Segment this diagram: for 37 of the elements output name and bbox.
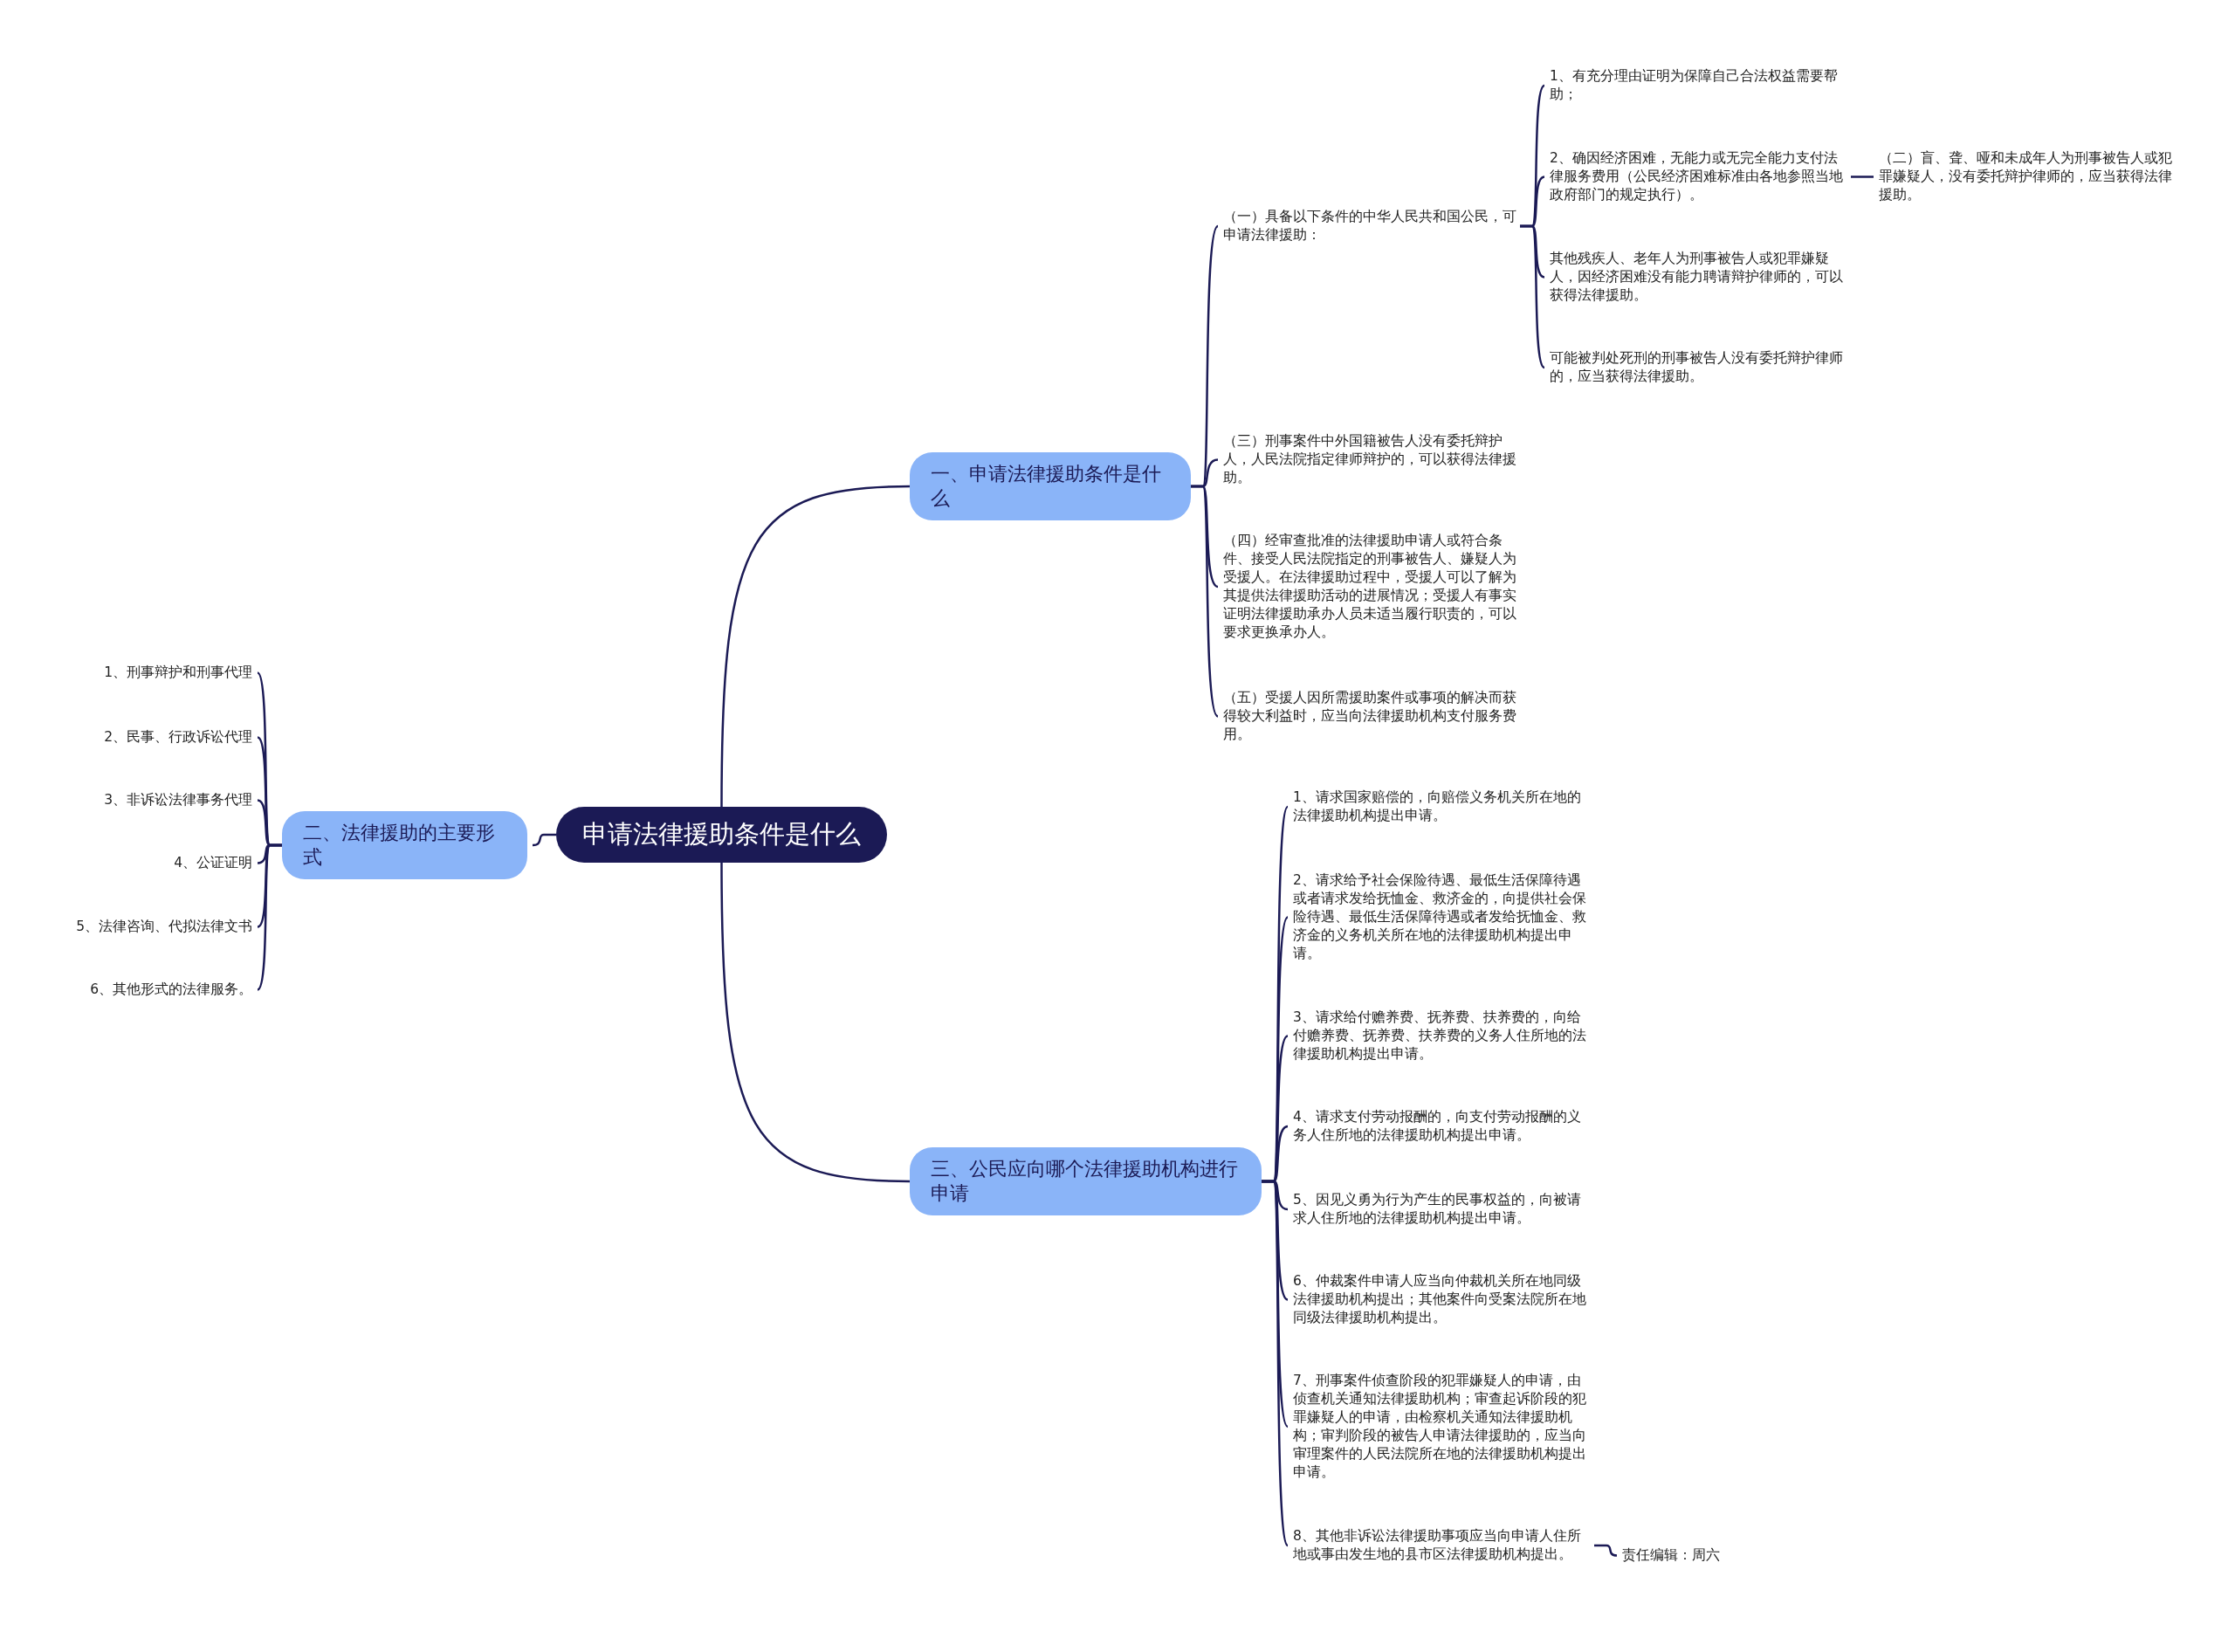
connector-line <box>1262 1180 1289 1546</box>
topic-pill: 一、申请法律援助条件是什么 <box>910 452 1191 520</box>
subtopic-text: 2、确因经济困难，无能力或无完全能力支付法律服务费用（公民经济困难标准由各地参照当地政府部门的规定执行）。 <box>1550 149 1851 204</box>
subtopic-text: （五）受援人因所需援助案件或事项的解决而获得较大利益时，应当向法律援助机构支付服务费用。 <box>1223 689 1524 744</box>
subtopic-text: 4、请求支付劳动报酬的，向支付劳动报酬的义务人住所地的法律援助机构提出申请。 <box>1293 1108 1594 1145</box>
subtopic-text: 3、非诉讼法律事务代理 <box>34 791 252 809</box>
connector-line <box>720 863 911 1183</box>
subtopic-text: 1、刑事辩护和刑事代理 <box>34 664 252 682</box>
subtopic-text: 1、有充分理由证明为保障自己合法权益需要帮助； <box>1550 67 1851 104</box>
connector-line <box>720 485 911 807</box>
subtopic-text: 责任编辑：周六 <box>1622 1546 1762 1565</box>
subtopic-text: （三）刑事案件中外国籍被告人没有委托辩护人，人民法院指定律师辩护的，可以获得法律援助。 <box>1223 432 1524 487</box>
central-topic: 申请法律援助条件是什么 <box>556 807 887 863</box>
subtopic-text: 2、民事、行政诉讼代理 <box>34 728 252 747</box>
connector-line <box>1594 1544 1618 1557</box>
subtopic-text: 7、刑事案件侦查阶段的犯罪嫌疑人的申请，由侦查机关通知法律援助机构；审查起诉阶段的犯罪嫌疑人的申请，由检察机关通知法律援助机构；审判阶段的被告人申请法律援助的，应当向审理案件的人民法院所在地的法律援助机构提出申请。 <box>1293 1372 1594 1482</box>
connector-line <box>1851 176 1874 178</box>
subtopic-text: 可能被判处死刑的刑事被告人没有委托辩护律师的，应当获得法律援助。 <box>1550 349 1851 386</box>
connector-line <box>257 843 282 991</box>
subtopic-text: 6、其他形式的法律服务。 <box>34 981 252 999</box>
subtopic-text: （二）盲、聋、哑和未成年人为刑事被告人或犯罪嫌疑人，没有委托辩护律师的，应当获得法律援助。 <box>1879 149 2180 204</box>
connector-line <box>1520 224 1545 368</box>
subtopic-text: 4、公证证明 <box>34 854 252 872</box>
topic-pill: 三、公民应向哪个法律援助机构进行申请 <box>910 1147 1262 1215</box>
subtopic-text: 3、请求给付赡养费、抚养费、扶养费的，向给付赡养费、抚养费、扶养费的义务人住所地的法律援助机构提出申请。 <box>1293 1008 1594 1063</box>
topic-pill: 二、法律援助的主要形式 <box>282 811 527 879</box>
connector-line <box>1191 485 1219 718</box>
connector-line <box>532 833 556 847</box>
subtopic-text: 6、仲裁案件申请人应当向仲裁机关所在地同级法律援助机构提出；其他案件向受案法院所在地同级法律援助机构提出。 <box>1293 1272 1594 1327</box>
subtopic-text: （一）具备以下条件的中华人民共和国公民，可申请法律援助： <box>1223 208 1520 244</box>
subtopic-text: 5、因见义勇为行为产生的民事权益的，向被请求人住所地的法律援助机构提出申请。 <box>1293 1191 1594 1228</box>
subtopic-text: （四）经审查批准的法律援助申请人或符合条件、接受人民法院指定的刑事被告人、嫌疑人为受援人。在法律援助过程中，受援人可以了解为其提供法律援助活动的进展情况；受援人有事实证明法律援助承办人员未适当履行职责的，可以要求更换承办人。 <box>1223 532 1524 642</box>
subtopic-text: 8、其他非诉讼法律援助事项应当向申请人住所地或事由发生地的县市区法律援助机构提出。 <box>1293 1527 1594 1564</box>
subtopic-text: 其他残疾人、老年人为刑事被告人或犯罪嫌疑人，因经济困难没有能力聘请辩护律师的，可以获得法律援助。 <box>1550 250 1851 305</box>
subtopic-text: 5、法律咨询、代拟法律文书 <box>34 918 252 936</box>
subtopic-text: 1、请求国家赔偿的，向赔偿义务机关所在地的法律援助机构提出申请。 <box>1293 788 1594 825</box>
subtopic-text: 2、请求给予社会保险待遇、最低生活保障待遇或者请求发给抚恤金、救济金的，向提供社会保险待遇、最低生活保障待遇或者发给抚恤金、救济金的义务机关所在地的法律援助机构提出申请。 <box>1293 871 1594 963</box>
